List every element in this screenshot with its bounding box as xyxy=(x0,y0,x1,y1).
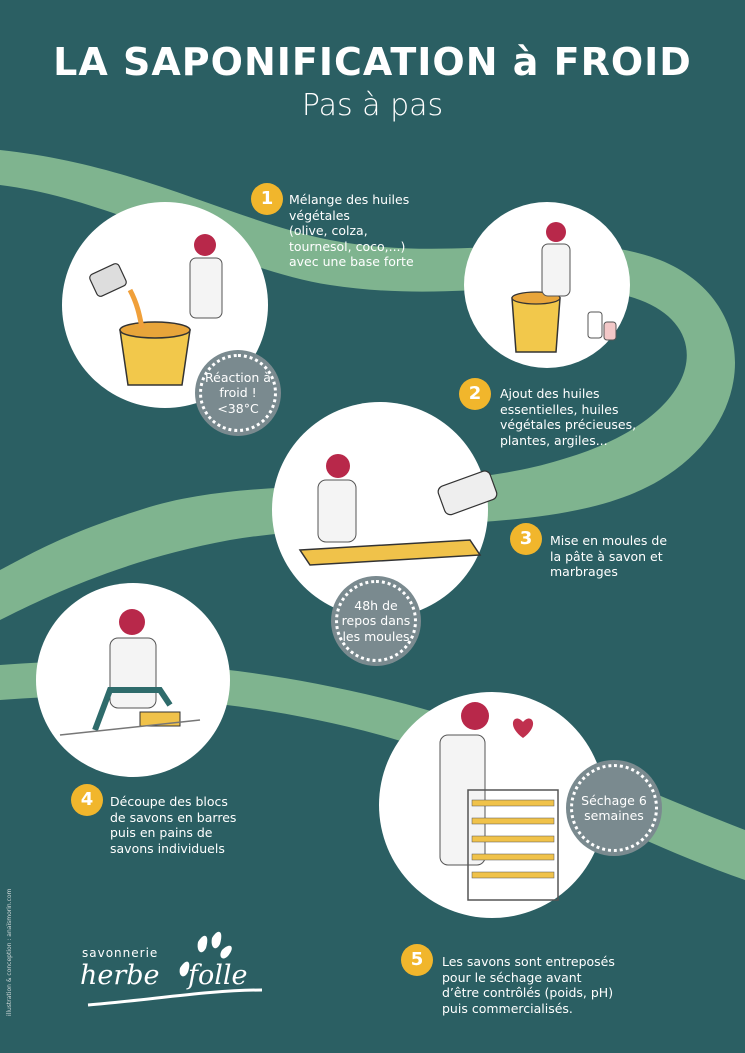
drying-bubble: Séchage 6 semaines xyxy=(566,760,662,856)
step-5-text: Les savons sont entreposés pour le sécha… xyxy=(442,954,615,1016)
page-subtitle: Pas à pas xyxy=(301,88,444,123)
rest-bubble-text: 48h de repos dans les moules xyxy=(341,597,411,644)
brand-name-right: folle xyxy=(188,960,248,991)
brand-tagline: savonnerie xyxy=(82,946,159,960)
step-1-text: Mélange des huiles végétales (olive, col… xyxy=(289,192,414,269)
reaction-bubble: Réaction à froid ! <38°C xyxy=(195,350,281,436)
credit-text: illustration & conception : anaïsmorin.c… xyxy=(6,888,13,1016)
reaction-bubble-text: Réaction à froid ! <38°C xyxy=(205,369,271,416)
bucket-icon xyxy=(89,234,223,386)
step-4-text: Découpe des blocs de savons en barres pu… xyxy=(110,794,237,856)
mold-icon xyxy=(298,454,498,566)
step-1-badge: 1 xyxy=(251,183,283,215)
step-3-badge: 3 xyxy=(510,523,542,555)
step-2-badge: 2 xyxy=(459,378,491,410)
cutter-icon xyxy=(59,609,201,736)
drying-bubble-text: Séchage 6 semaines xyxy=(581,792,647,824)
leaf-logo-icon xyxy=(87,931,263,1007)
bottles-icon xyxy=(511,222,617,353)
rest-bubble: 48h de repos dans les moules xyxy=(331,576,421,666)
step-5-badge: 5 xyxy=(401,944,433,976)
step-3-text: Mise en moules de la pâte à savon et mar… xyxy=(550,533,668,579)
brand-name-left: herbe xyxy=(80,960,160,991)
page-title: LA SAPONIFICATION à FROID xyxy=(53,40,692,84)
drying-rack-icon xyxy=(439,702,559,901)
step-2-text: Ajout des huiles essentielles, huiles vé… xyxy=(500,386,637,448)
step-4-badge: 4 xyxy=(71,784,103,816)
